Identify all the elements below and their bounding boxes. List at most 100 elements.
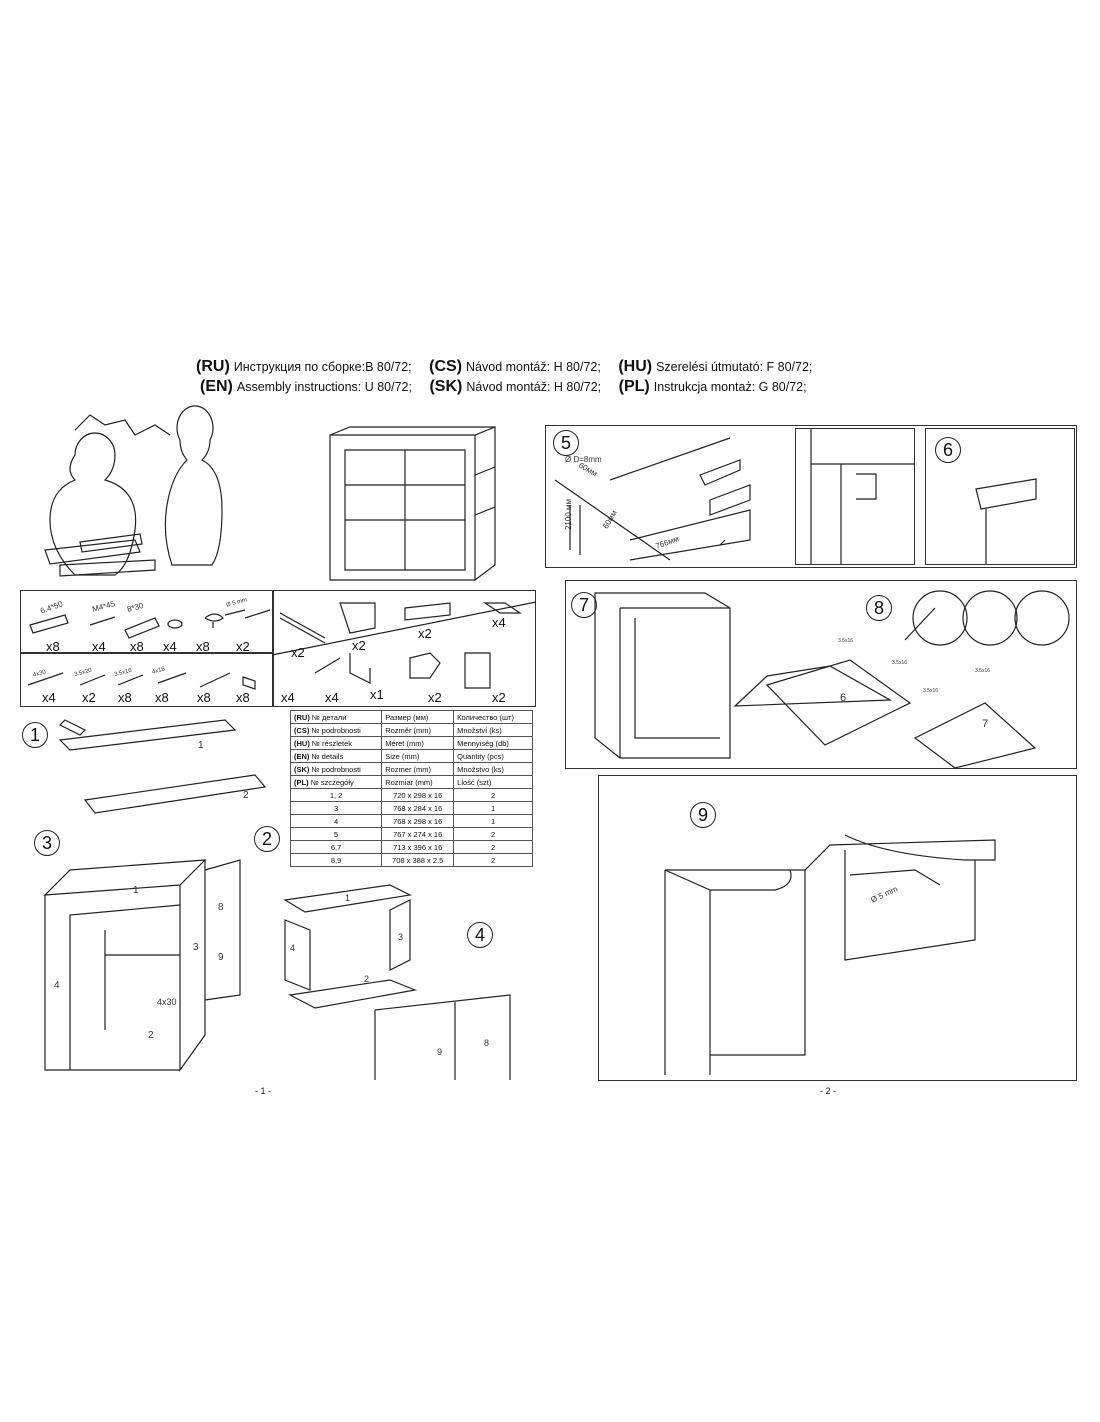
- header-line-1: (RU)Инструкция по сборке:В 80/72; (CS)Ná…: [196, 358, 812, 376]
- step-number-3: 3: [34, 830, 60, 856]
- cabinet-overview-illustration: [329, 426, 496, 581]
- part-label: 9: [437, 1047, 443, 1057]
- table-cell: 8,9: [289, 853, 383, 867]
- divider: [20, 652, 273, 654]
- part-label: 8: [484, 1038, 490, 1048]
- table-cell: 2: [453, 827, 533, 841]
- table-cell: 1, 2: [289, 788, 383, 802]
- two-people-illustration: [44, 405, 223, 577]
- part-label: 4: [54, 980, 60, 991]
- header-cell: Mennyiség (db): [453, 736, 533, 750]
- title-ru: Инструкция по сборке:В 80/72;: [233, 360, 412, 374]
- table-cell: 3: [289, 801, 383, 815]
- header-cell: Rozmiar (mm): [381, 775, 455, 789]
- lang-code: (PL): [618, 378, 650, 395]
- step7-8-box: [565, 580, 1077, 769]
- page-number-2: - 2 -: [820, 1086, 837, 1096]
- part-label: 2: [364, 974, 370, 984]
- divider: [272, 590, 274, 707]
- detail-no-label: № részletek: [311, 738, 353, 748]
- table-cell: 768 x 284 x 16: [381, 801, 455, 815]
- step5-box: [545, 425, 1077, 568]
- part-label: 7: [982, 718, 989, 730]
- step-number-9: 9: [690, 802, 716, 828]
- fitting-qty: x4: [92, 639, 106, 654]
- header-cell: Size (mm): [381, 749, 455, 763]
- title-cs: Návod montáž: H 80/72;: [466, 360, 601, 374]
- fittings-row2-drawings: [27, 672, 256, 690]
- page-number-1: - 1 -: [255, 1086, 272, 1096]
- part-label: 9: [218, 952, 224, 963]
- dimension-label: Ø D=8mm: [565, 455, 602, 464]
- header-line-2: (EN)Assembly instructions: U 80/72; (SK)…: [200, 378, 807, 396]
- header-cell: Rozměr (mm): [381, 723, 455, 737]
- table-cell: 4: [289, 814, 383, 828]
- screw-label: 3.5x16: [975, 668, 991, 674]
- part-label: 3: [398, 932, 404, 942]
- fitting-qty: x8: [118, 690, 132, 705]
- header-cell: Rozmer (mm): [381, 762, 455, 776]
- dimension-label: 2100 мм: [564, 498, 574, 531]
- header-cell: Množství (ks): [453, 723, 533, 737]
- detail-no-label: № details: [311, 751, 344, 761]
- header-cell: (CS) № podrobnosti: [289, 723, 383, 737]
- fitting-qty: x4: [281, 690, 295, 705]
- part-label: 1: [345, 893, 351, 903]
- part-label: 3: [193, 942, 199, 953]
- fitting-qty: x4: [492, 615, 506, 630]
- part-label: 6: [840, 692, 847, 704]
- header-cell: Количество (шт): [453, 710, 533, 724]
- fitting-qty: x8: [155, 690, 169, 705]
- header-cell: (SK) № podrobnosti: [289, 762, 383, 776]
- fitting-qty: x8: [46, 639, 60, 654]
- step-number-1: 1: [22, 722, 48, 748]
- header-cell: (EN) № details: [289, 749, 383, 763]
- table-cell: 767 x 274 x 16: [381, 827, 455, 841]
- table-cell: 713 x 396 x 16: [381, 840, 455, 854]
- part-label: 2: [148, 1030, 154, 1041]
- step4-assembly-illustration: [283, 884, 511, 1080]
- table-cell: 2: [453, 853, 533, 867]
- title-hu: Szerelési útmutató: F 80/72;: [656, 360, 813, 374]
- detail-no-label: № szczegóły: [310, 777, 354, 787]
- part-label: 8: [218, 902, 224, 913]
- table-cell: 708 x 388 x 2.5: [381, 853, 455, 867]
- step9-box: [598, 775, 1077, 1081]
- step-number-6: 6: [935, 437, 961, 463]
- step5-6-detail-illustration: [810, 429, 1037, 564]
- lang-code: (CS): [429, 358, 463, 375]
- step6-frame: [925, 428, 1075, 565]
- step-number-5: 5: [553, 430, 579, 456]
- table-cell: 5: [289, 827, 383, 841]
- step-number-4: 4: [467, 922, 493, 948]
- lang-code: (SK): [429, 378, 463, 395]
- fitting-qty: x8: [236, 690, 250, 705]
- fitting-qty: x2: [236, 639, 250, 654]
- step-number-2: 2: [254, 826, 280, 852]
- shelf-6-outline: [765, 659, 912, 746]
- fitting-qty: x2: [82, 690, 96, 705]
- fitting-qty: x1: [370, 687, 384, 702]
- table-cell: 720 x 298 x 16: [381, 788, 455, 802]
- step9-door-illustration: [664, 834, 996, 1075]
- table-cell: 768 x 298 x 16: [381, 814, 455, 828]
- fitting-qty: x4: [325, 690, 339, 705]
- part-label: 2: [243, 790, 249, 801]
- lang-code: (EN): [294, 751, 310, 761]
- lang-code: (PL): [294, 777, 309, 787]
- lang-code: (EN): [200, 378, 233, 395]
- fitting-qty: x8: [197, 690, 211, 705]
